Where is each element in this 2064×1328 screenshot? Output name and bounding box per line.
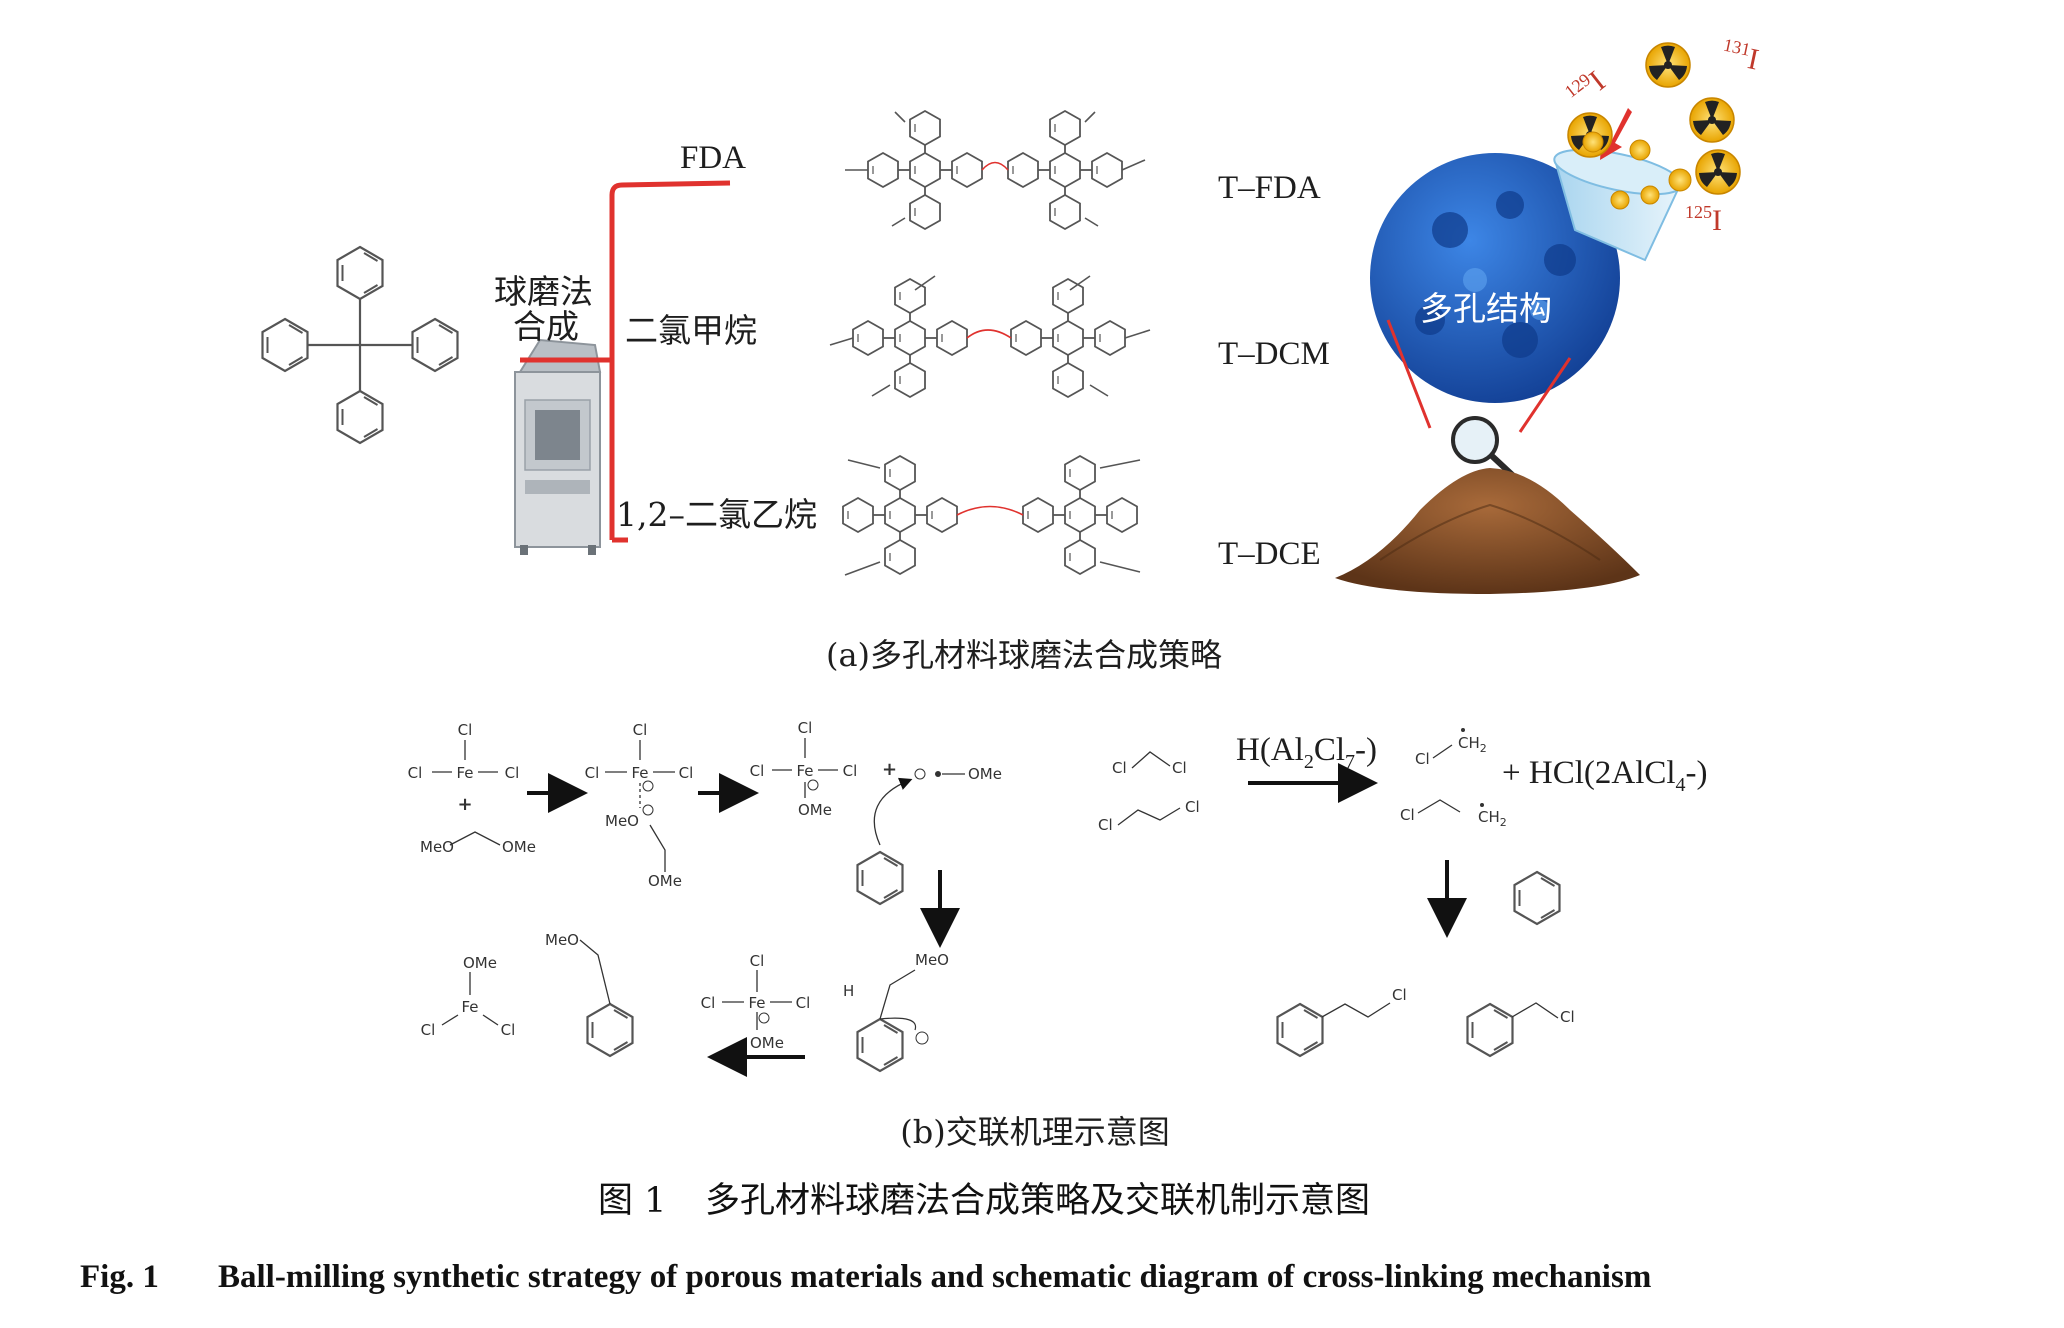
fe-anion-structure-2: Cl Fe Cl Cl OMe: [701, 952, 811, 1052]
figure-caption-cn-text: 多孔材料球磨法合成策略及交联机制示意图: [705, 1181, 1370, 1221]
svg-text:Cl: Cl: [1400, 806, 1415, 824]
svg-text:Cl: Cl: [1172, 759, 1187, 777]
benzyl-methyl-ether-structure: MeO: [545, 931, 634, 1058]
porous-structure-label: 多孔结构: [1420, 289, 1552, 328]
svg-text:Fe: Fe: [748, 994, 765, 1012]
svg-text:OMe: OMe: [463, 954, 497, 972]
isotope-label-131i: 131I: [1719, 35, 1762, 77]
zoom-lines: [1386, 319, 1572, 433]
reagent-label-dcm: 二氯甲烷: [625, 311, 757, 350]
svg-text:CH2: CH2: [1458, 734, 1487, 755]
svg-text:Fe: Fe: [456, 764, 473, 782]
svg-text:129I: 129I: [1561, 63, 1612, 113]
fe-anion-structure: Cl Fe Cl Cl OMe +: [750, 719, 897, 819]
isotope-label-129i: 129I: [1561, 63, 1612, 113]
radiation-icon: [1695, 149, 1741, 195]
svg-text:MeO: MeO: [605, 812, 639, 830]
start-label-line1: 球磨法: [494, 272, 593, 311]
svg-text:OMe: OMe: [502, 838, 536, 856]
catalyst-label: H(Al2Cl7-): [1236, 732, 1377, 773]
svg-text:Fe: Fe: [631, 764, 648, 782]
funnel-icon: [1553, 148, 1683, 262]
svg-text:OMe: OMe: [648, 872, 682, 890]
svg-text:MeO: MeO: [545, 931, 579, 949]
svg-text:Cl: Cl: [796, 994, 811, 1012]
svg-text:Cl: Cl: [505, 764, 520, 782]
isotope-label-125i: 125I: [1685, 202, 1722, 237]
ball-mill-machine-image: [514, 338, 602, 555]
panel-b-caption: (b)交联机理示意图: [900, 1113, 1169, 1151]
panel-a-caption: (a)多孔材料球磨法合成策略: [826, 636, 1222, 674]
fe-methylal-complex: Cl Fe Cl Cl MeO OMe: [585, 721, 694, 890]
reagent-label-fda: FDA: [680, 140, 746, 176]
radiation-icon: [1645, 42, 1691, 88]
figure-caption-en-text: Ball‑milling synthetic strategy of porou…: [218, 1259, 1651, 1295]
svg-text:Cl: Cl: [1098, 816, 1113, 834]
t-dce-structure: [843, 456, 1141, 576]
svg-text:Cl: Cl: [1112, 759, 1127, 777]
phenethyl-chloride-structure: Cl: [1276, 986, 1407, 1058]
svg-text:Cl: Cl: [501, 1021, 516, 1039]
svg-text:Cl: Cl: [843, 762, 858, 780]
t-dcm-structure: [829, 275, 1151, 397]
svg-text:Cl: Cl: [458, 721, 473, 739]
svg-text:Cl: Cl: [585, 764, 600, 782]
product-label-t-dce: T–DCE: [1218, 536, 1321, 572]
svg-text:Cl: Cl: [1560, 1008, 1575, 1026]
tetraphenylmethane-structure: [261, 245, 459, 445]
branch-bracket: [520, 180, 731, 543]
chloromethyl-cation: Cl CH2: [1415, 728, 1487, 768]
dcm-structure: Cl Cl: [1112, 751, 1187, 777]
svg-text:Cl: Cl: [798, 719, 813, 737]
product-label-t-dcm: T–DCM: [1218, 336, 1330, 372]
svg-text:Cl: Cl: [750, 762, 765, 780]
svg-text:MeO: MeO: [915, 951, 949, 969]
powder-pile-image: [1335, 468, 1640, 594]
benzyl-chloride-structure: Cl: [1466, 1002, 1575, 1058]
product-label-t-fda: T–FDA: [1218, 170, 1321, 206]
svg-text:OMe: OMe: [968, 765, 1002, 783]
svg-text:Fe: Fe: [461, 998, 478, 1016]
fe-ome-cl2-structure: OMe Fe Cl Cl: [421, 954, 516, 1039]
radiation-icon: [1689, 97, 1735, 143]
svg-text:H: H: [843, 982, 854, 1000]
svg-text:CH2: CH2: [1478, 808, 1507, 829]
svg-text:Cl: Cl: [633, 721, 648, 739]
benzene-structure-right: [1513, 870, 1561, 926]
svg-text:125I: 125I: [1685, 202, 1722, 237]
svg-text:Fe: Fe: [796, 762, 813, 780]
chloroethyl-cation: Cl CH2: [1400, 799, 1507, 829]
start-label-line2: 合成: [513, 307, 579, 346]
oxocarbenium-cation: OMe: [914, 765, 1002, 783]
svg-text:OMe: OMe: [750, 1034, 784, 1052]
svg-text:+: +: [457, 794, 472, 815]
porous-structure-sphere: [1370, 153, 1620, 403]
svg-text:Cl: Cl: [750, 952, 765, 970]
svg-text:Cl: Cl: [1185, 798, 1200, 816]
figure-caption-en-number: Fig. 1: [80, 1259, 159, 1295]
sigma-complex-structure: H MeO: [843, 951, 949, 1073]
dce-structure: Cl Cl: [1098, 798, 1200, 834]
t-fda-structure: [845, 111, 1146, 229]
svg-text:Cl: Cl: [408, 764, 423, 782]
svg-text:OMe: OMe: [798, 801, 832, 819]
svg-text:+: +: [882, 759, 897, 780]
benzene-structure: [856, 777, 913, 906]
reagent-label-dce: 1,2–二氯乙烷: [616, 495, 817, 534]
radiation-small-icons: [1582, 131, 1692, 210]
svg-text:Cl: Cl: [1392, 986, 1407, 1004]
fecl3-structure: Cl Fe Cl Cl +: [408, 721, 520, 815]
methylal-structure: MeO OMe: [420, 831, 536, 856]
svg-text:Cl: Cl: [679, 764, 694, 782]
byproduct-label: + HCl(2AlCl4-): [1502, 755, 1708, 796]
svg-text:Cl: Cl: [1415, 750, 1430, 768]
figure-caption-cn-number: 图 1: [598, 1181, 666, 1221]
svg-text:Cl: Cl: [701, 994, 716, 1012]
svg-text:Cl: Cl: [421, 1021, 436, 1039]
svg-text:131I: 131I: [1719, 35, 1762, 77]
svg-text:MeO: MeO: [420, 838, 454, 856]
